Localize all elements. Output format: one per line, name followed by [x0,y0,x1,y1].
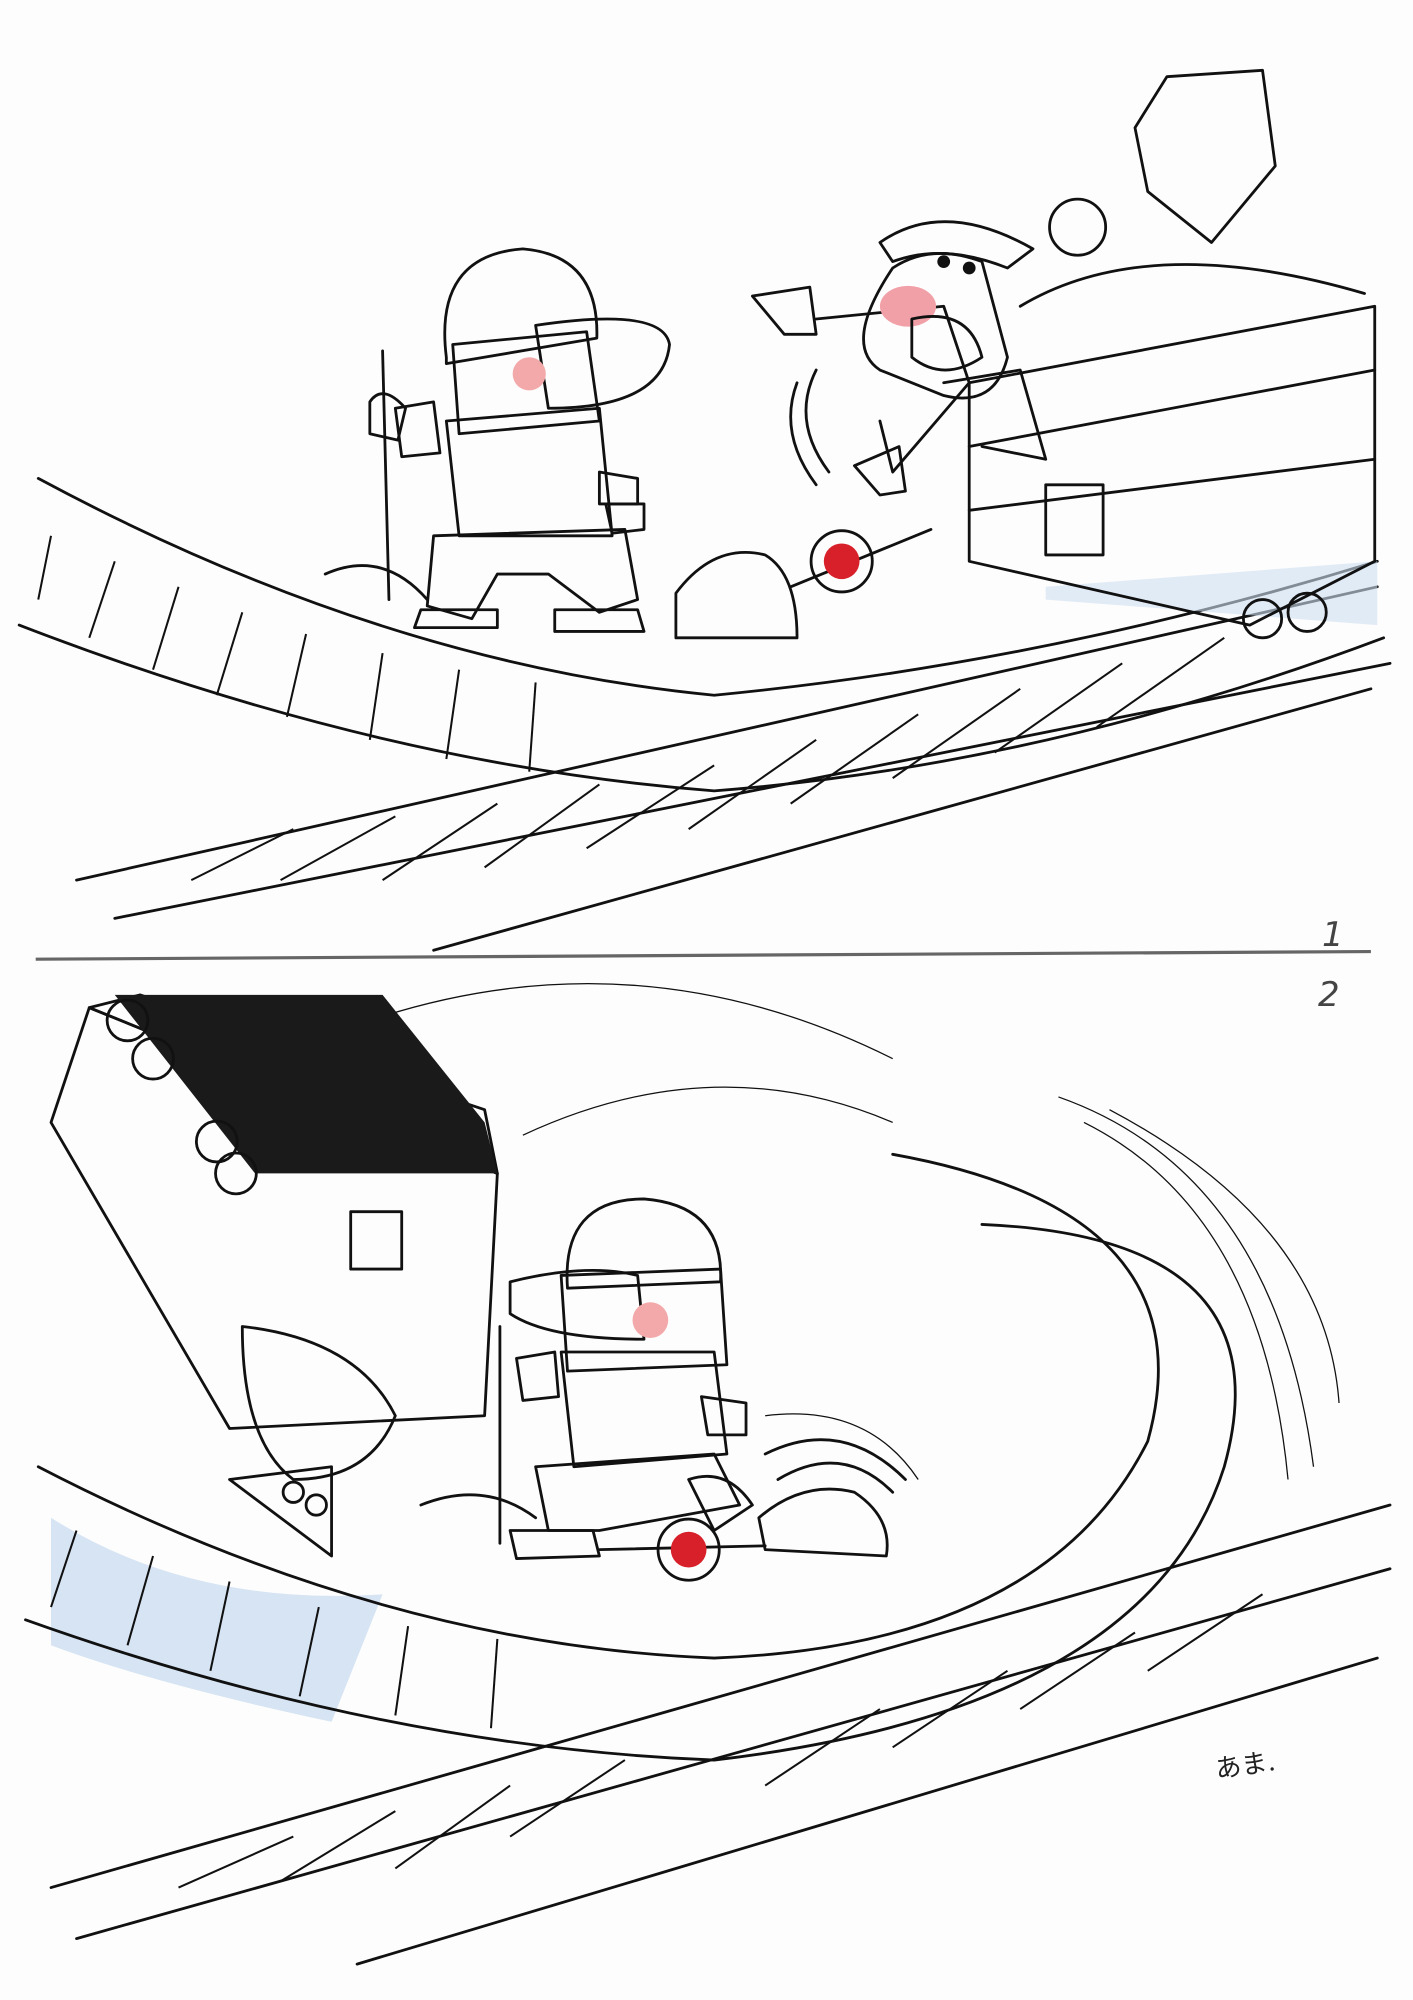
flipped-locomotive [49,993,499,1430]
panel-divider [35,949,1371,961]
panel-number-1: 1 [1322,915,1344,955]
rail-tracks-2 [24,983,1392,1966]
rail-shadow [51,1517,383,1722]
worker-character-2 [419,1197,754,1560]
panel-1 [17,68,1392,952]
switch-lever-1 [674,528,933,640]
conductor-upside-down [228,1325,397,1558]
conductor-character [751,220,1048,497]
rail-tracks-1 [17,477,1392,952]
locomotive [967,68,1378,640]
switch-lever-2 [597,1438,907,1582]
worker-character-1 [323,247,671,633]
panel-number-2: 2 [1318,975,1340,1015]
panel-2 [24,983,1392,1966]
